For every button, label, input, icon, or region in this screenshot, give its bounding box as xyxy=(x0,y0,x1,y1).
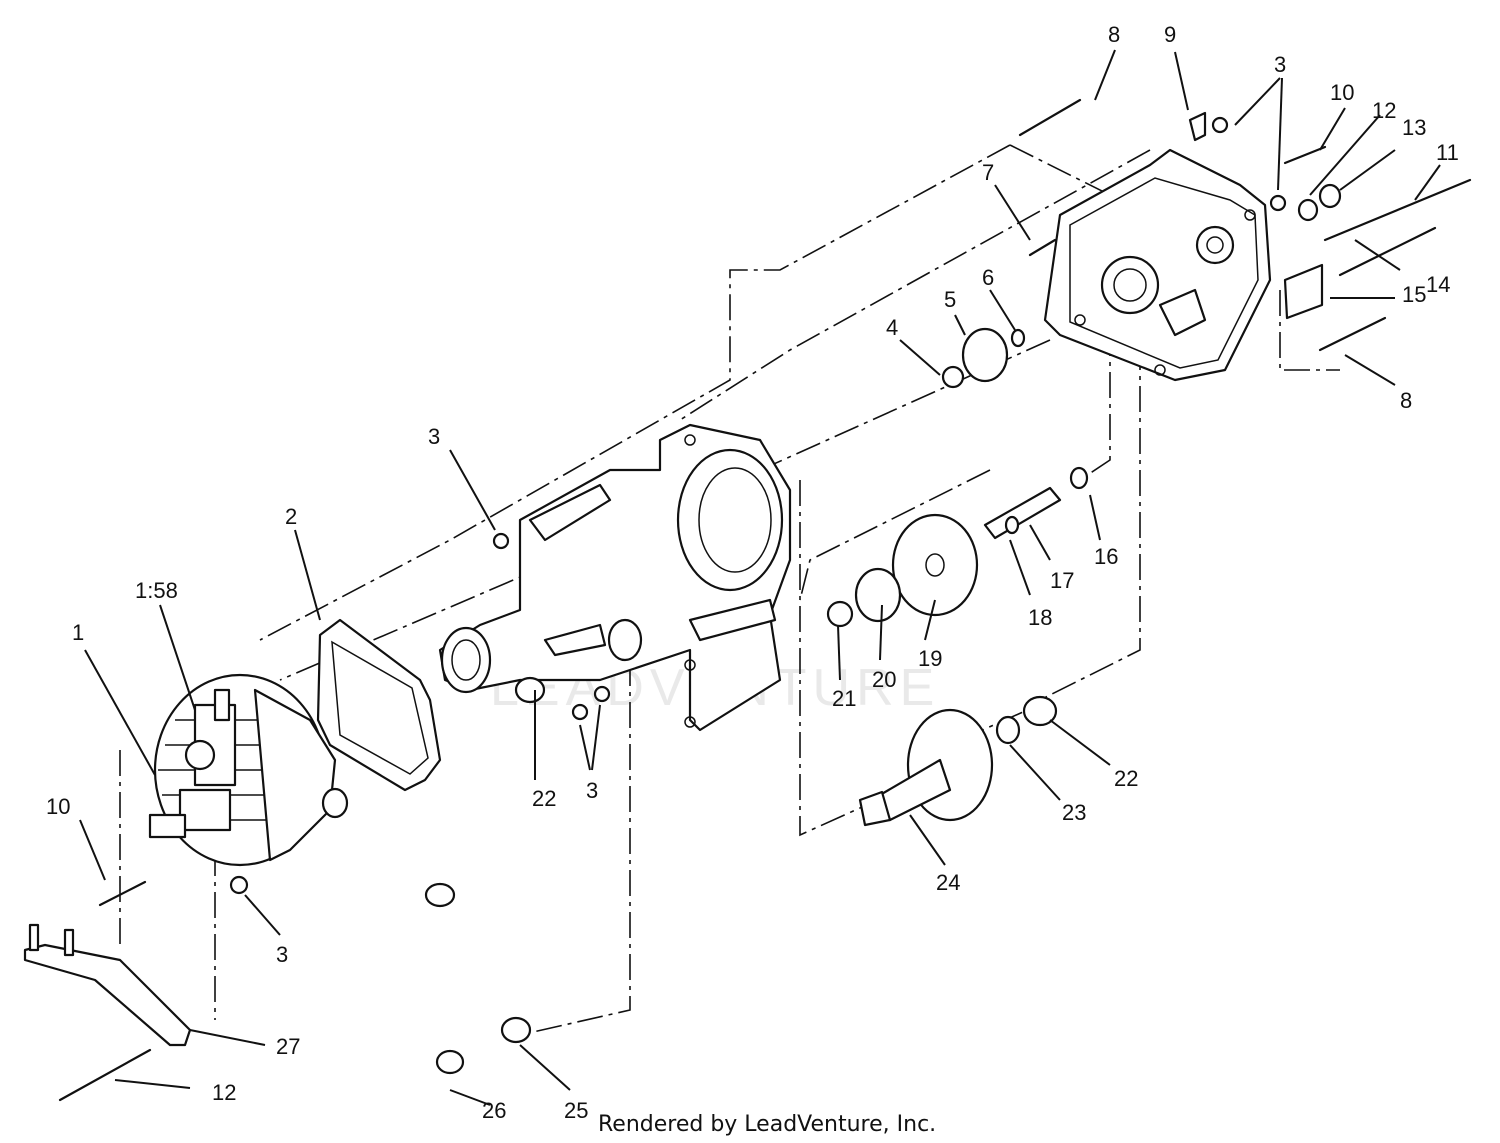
callout-27: 27 xyxy=(276,1034,300,1059)
callout-7: 7 xyxy=(982,160,994,185)
callout-3-left: 3 xyxy=(276,942,288,967)
callout-23: 23 xyxy=(1062,800,1086,825)
callout-8-right: 8 xyxy=(1400,388,1412,413)
fluid-tube xyxy=(403,882,532,1083)
gasket xyxy=(316,618,442,792)
callout-1-58: 1:58 xyxy=(135,578,178,603)
callout-25: 25 xyxy=(564,1098,588,1123)
callout-18: 18 xyxy=(1028,605,1052,630)
callout-8-top: 8 xyxy=(1108,22,1120,47)
callout-22-left: 22 xyxy=(532,786,556,811)
hydro-pump xyxy=(148,673,349,867)
callout-21: 21 xyxy=(832,686,856,711)
callout-12-top: 12 xyxy=(1372,98,1396,123)
callout-11: 11 xyxy=(1436,140,1459,165)
leader-lines xyxy=(79,49,1441,1106)
callout-labels: 8 9 3 10 12 13 11 7 6 5 4 14 15 8 3 2 1:… xyxy=(46,22,1459,1123)
callout-6: 6 xyxy=(982,265,994,290)
shaft-17 xyxy=(983,486,1062,540)
callout-19: 19 xyxy=(918,646,942,671)
callout-26: 26 xyxy=(482,1098,506,1123)
callout-24: 24 xyxy=(936,870,960,895)
callout-10-top: 10 xyxy=(1330,80,1354,105)
gear-5 xyxy=(961,327,1009,383)
callout-2: 2 xyxy=(285,504,297,529)
output-gear-24 xyxy=(858,708,994,827)
callout-1: 1 xyxy=(72,620,84,645)
callout-15: 15 xyxy=(1402,282,1426,307)
callout-4: 4 xyxy=(886,315,898,340)
callout-20: 20 xyxy=(872,667,896,692)
callout-10-left: 10 xyxy=(46,794,70,819)
callout-16: 16 xyxy=(1094,544,1118,569)
callout-22-right: 22 xyxy=(1114,766,1138,791)
callout-14: 14 xyxy=(1426,272,1450,297)
callout-12-bottom: 12 xyxy=(212,1080,236,1105)
gear-20 xyxy=(854,567,902,623)
callout-5: 5 xyxy=(944,287,956,312)
callout-9: 9 xyxy=(1164,22,1176,47)
callout-3-center: 3 xyxy=(428,424,440,449)
mounting-bracket xyxy=(23,923,192,1047)
callout-3-top: 3 xyxy=(1274,52,1286,77)
small-parts xyxy=(58,98,1472,1102)
render-credit: Rendered by LeadVenture, Inc. xyxy=(598,1112,936,1137)
callout-17: 17 xyxy=(1050,568,1074,593)
callout-3-bottom: 3 xyxy=(586,778,598,803)
center-transmission-case xyxy=(438,423,792,732)
right-cover-housing xyxy=(1043,148,1272,382)
callout-13: 13 xyxy=(1402,115,1426,140)
gear-19 xyxy=(891,513,979,617)
